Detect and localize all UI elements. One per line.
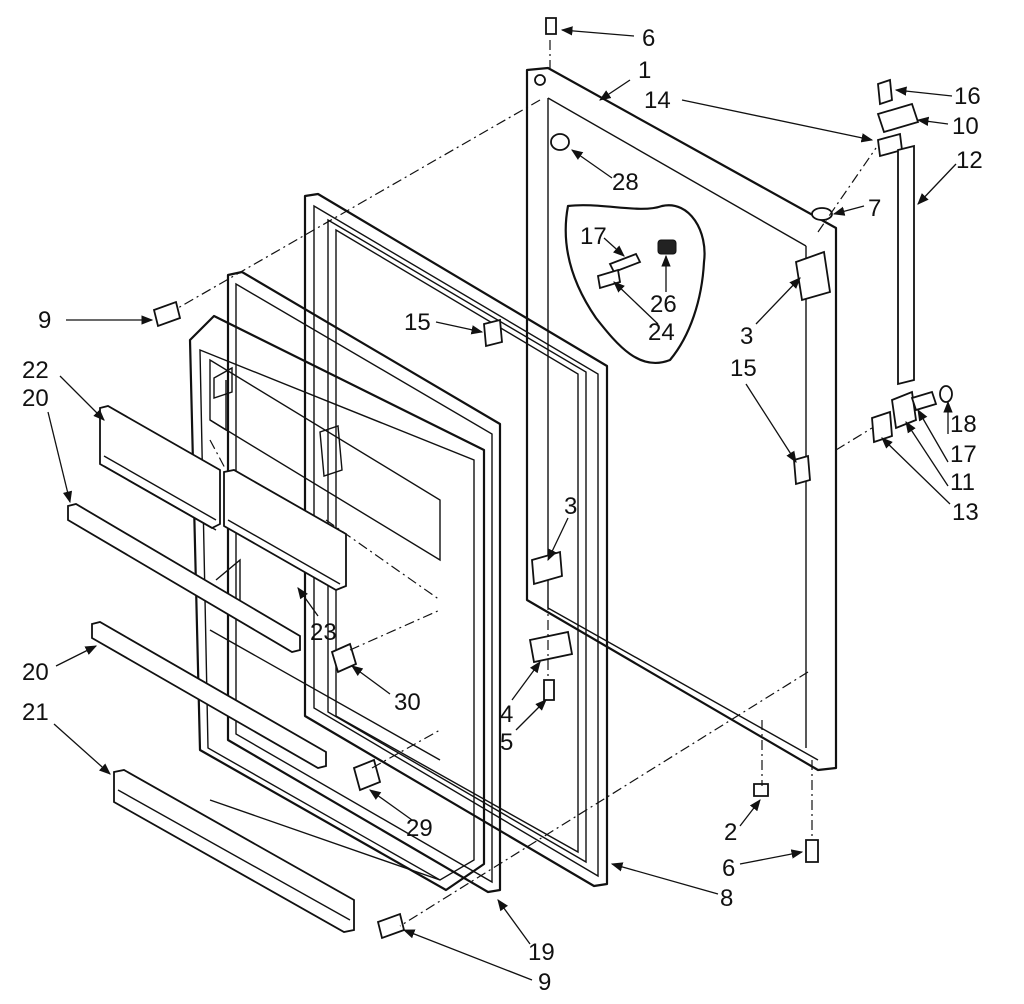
callout-6-top: 6 [642, 25, 655, 52]
door-gasket [303, 192, 609, 888]
door-shelf-22 [99, 405, 221, 531]
callout-6-bottom: 6 [722, 855, 735, 882]
leader-arrows [47, 26, 957, 981]
hinge-11 [891, 390, 917, 430]
hinge-3-bottom [531, 550, 563, 586]
callout-26: 26 [650, 291, 677, 318]
callout-17-right: 17 [950, 441, 977, 468]
callout-1: 1 [638, 57, 651, 84]
screw-17-right [910, 390, 938, 412]
bracket-13 [871, 410, 893, 444]
callout-19: 19 [528, 939, 555, 966]
callout-5: 5 [500, 729, 513, 756]
screw-17-cutaway [608, 252, 642, 274]
washer-4 [528, 630, 574, 664]
shelf-bar-20-lower [91, 621, 327, 769]
callout-30: 30 [394, 689, 421, 716]
plug-7 [811, 207, 833, 221]
callout-28: 28 [612, 169, 639, 196]
callout-9-upper: 9 [38, 307, 51, 334]
callout-15-left: 15 [404, 309, 431, 336]
hinge-3-top [794, 250, 832, 302]
handle-12 [897, 144, 915, 386]
bracket-15-right [793, 454, 811, 486]
hinge-10 [876, 102, 920, 134]
callout-16: 16 [954, 83, 981, 110]
callout-3-bottom: 3 [564, 493, 577, 520]
screw-9-upper [152, 300, 182, 328]
callout-7: 7 [868, 195, 881, 222]
callout-12: 12 [956, 147, 983, 174]
callout-2: 2 [724, 819, 737, 846]
callout-20-lower: 20 [22, 659, 49, 686]
callout-20-upper: 20 [22, 385, 49, 412]
callout-9-lower: 9 [538, 969, 551, 996]
callout-14: 14 [644, 87, 671, 114]
assembly-lines [177, 40, 877, 927]
callout-22: 22 [22, 357, 49, 384]
callout-3-top: 3 [740, 323, 753, 350]
plug-26 [657, 239, 677, 255]
shelf-retainer-30 [330, 642, 358, 674]
bracket-15-left [483, 318, 503, 348]
screw-6-top [545, 17, 557, 35]
callout-24: 24 [648, 319, 675, 346]
cap-18 [939, 385, 953, 403]
callout-13: 13 [952, 499, 979, 526]
screw-16 [877, 78, 893, 106]
callout-4: 4 [500, 701, 513, 728]
callout-15-right: 15 [730, 355, 757, 382]
callout-11: 11 [950, 469, 975, 496]
callout-29: 29 [406, 815, 433, 842]
door-shelf-23 [223, 469, 347, 591]
bushing-2 [753, 783, 769, 797]
bushing-28 [550, 133, 570, 151]
callout-21: 21 [22, 699, 49, 726]
callout-8: 8 [720, 885, 733, 912]
callout-18: 18 [950, 411, 977, 438]
hardware [152, 17, 953, 940]
door-shelf-21 [113, 769, 355, 933]
shelf-retainer-29 [352, 758, 382, 792]
screw-5 [543, 679, 555, 701]
inner-door-liner [188, 270, 502, 894]
screw-6-bottom [805, 839, 819, 863]
callout-23: 23 [310, 619, 337, 646]
outer-door-panel [525, 66, 838, 772]
callout-10: 10 [952, 113, 979, 140]
callout-labels: 6 1 14 16 10 12 28 7 17 26 24 9 15 3 15 … [22, 25, 983, 996]
shelf-bar-20-upper [67, 503, 301, 653]
callout-17-cutaway: 17 [580, 223, 607, 250]
